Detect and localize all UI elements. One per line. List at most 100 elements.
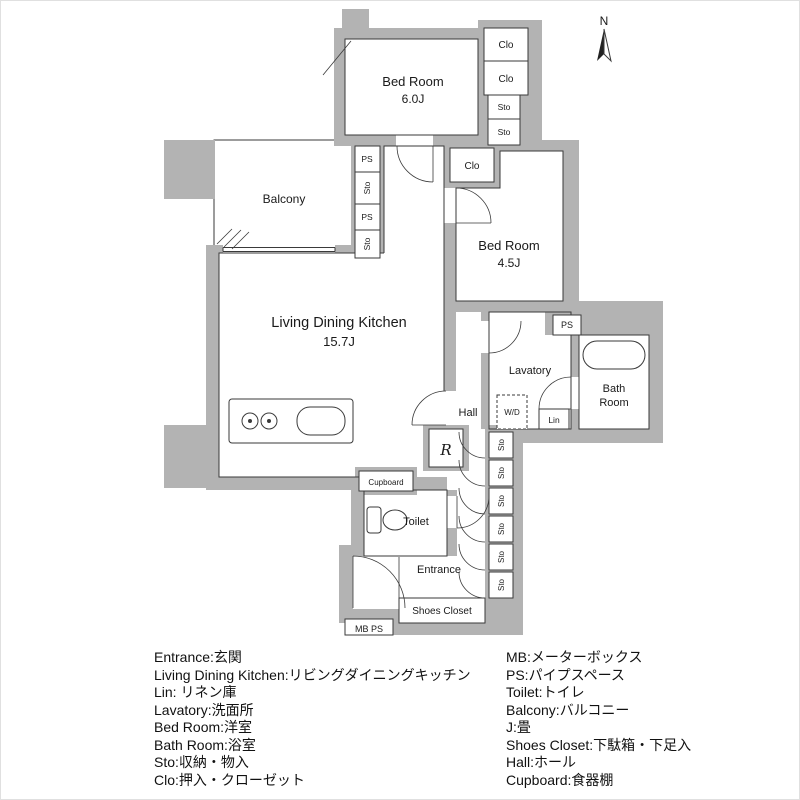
- wall-segment: [447, 528, 457, 556]
- label-sto: Sto: [497, 494, 506, 507]
- closet-cell: [449, 147, 495, 183]
- label-bedroom2: Bed Room: [478, 238, 539, 253]
- pipe-space-cell: [552, 314, 582, 336]
- shoes-closet-box: [398, 597, 486, 624]
- legend-item: J:畳: [506, 719, 531, 735]
- label-sto: Sto: [498, 102, 511, 112]
- label-sto: Sto: [497, 522, 506, 535]
- wall-segment: [334, 28, 486, 39]
- wall-segment: [481, 312, 489, 321]
- label-entrance: Entrance: [417, 564, 461, 576]
- room-outlines: [218, 38, 650, 598]
- door-arc: [458, 431, 486, 459]
- door-arc: [458, 543, 486, 571]
- fixtures: [228, 340, 646, 534]
- legend-item: Balcony:バルコニー: [506, 701, 630, 718]
- storage-cell: [354, 171, 381, 205]
- stove-burner-dot: [248, 419, 252, 423]
- closet-cell: [483, 27, 529, 62]
- wall-segment: [571, 335, 579, 377]
- bedroom1-border: [344, 38, 479, 136]
- label-bedroom2-size: 4.5J: [498, 256, 521, 270]
- wall-segment: [334, 28, 345, 146]
- pipe-space-cell: [354, 203, 381, 231]
- label-sto: Sto: [497, 466, 506, 479]
- bathtub: [582, 340, 646, 370]
- north-label: N: [600, 14, 609, 28]
- label-sto: Sto: [497, 550, 506, 563]
- label-balcony: Balcony: [263, 192, 306, 206]
- label-clo: Clo: [498, 74, 513, 85]
- wall-segment: [339, 545, 353, 623]
- closet-cell: [483, 60, 529, 96]
- wall-segment: [495, 140, 579, 151]
- legend-item: Sto:収納・物入: [154, 754, 249, 770]
- legend-item: Lin: リネン庫: [154, 684, 237, 700]
- label-ps: PS: [361, 154, 373, 164]
- wall-segment: [335, 245, 351, 253]
- label-ldk: Living Dining Kitchen: [271, 315, 406, 331]
- door-arc: [455, 187, 492, 224]
- wall-segment: [214, 245, 223, 253]
- label-lavatory: Lavatory: [509, 365, 552, 377]
- door-arc: [458, 515, 486, 543]
- room-labels: Bed Room 6.0J Clo Clo Sto Sto Balcony PS…: [263, 40, 629, 634]
- door-arc: [456, 495, 490, 529]
- label-toilet: Toilet: [403, 516, 429, 528]
- label-cupboard: Cupboard: [368, 478, 403, 487]
- label-sto: Sto: [497, 578, 506, 591]
- ldk-border: [218, 145, 445, 478]
- legend-item: Shoes Closet:下駄箱・下足入: [506, 736, 692, 753]
- door-arcs: [352, 145, 572, 609]
- kitchen-counter: [228, 398, 354, 444]
- storage-cell: [488, 571, 514, 599]
- legend-item: Bed Room:洋室: [154, 719, 253, 735]
- wall-segment: [649, 301, 663, 443]
- legend-item: Clo:押入・クローゼット: [154, 771, 305, 788]
- label-wd: W/D: [504, 408, 520, 417]
- storage-cell: [488, 487, 514, 515]
- door-arc: [538, 376, 572, 410]
- label-hall: Hall: [459, 407, 478, 419]
- floor-plan-svg: N Bed Room 6.0J Clo Clo Sto Sto Balcony …: [164, 9, 663, 637]
- pipe-space-cell: [354, 145, 381, 173]
- wall-segment: [481, 353, 489, 429]
- storage-cell: [488, 543, 514, 571]
- door-arc: [488, 320, 522, 354]
- label-shoes-closet: Shoes Closet: [412, 606, 472, 617]
- kitchen-sink: [296, 406, 346, 436]
- wall-segment: [351, 490, 364, 556]
- wall-segment: [444, 223, 456, 312]
- label-bath-2: Room: [599, 397, 628, 409]
- north-arrow: N: [597, 14, 612, 63]
- legend-item: Living Dining Kitchen:リビングダイニングキッチン: [154, 666, 471, 683]
- label-bedroom1-size: 6.0J: [402, 92, 425, 106]
- refrigerator-box: [428, 428, 464, 468]
- label-bedroom1: Bed Room: [382, 74, 443, 89]
- storage-cell: [354, 229, 381, 259]
- bedroom2-border: [455, 150, 564, 302]
- label-sto: Sto: [362, 237, 372, 250]
- door-arc: [458, 459, 486, 487]
- label-sto: Sto: [498, 127, 511, 137]
- stove-burner-icon: [260, 412, 278, 430]
- wall-segment: [571, 409, 579, 429]
- north-needle-dark: [597, 29, 604, 61]
- balcony-hatch: [216, 228, 250, 250]
- label-ps: PS: [561, 320, 573, 330]
- label-ldk-size: 15.7J: [323, 334, 355, 349]
- cupboard-box: [358, 470, 414, 492]
- storage-cells: [344, 27, 582, 636]
- door-arc: [396, 145, 434, 183]
- washer-dryer-box: [496, 394, 528, 430]
- label-mb-ps: MB PS: [355, 624, 383, 634]
- storage-cell: [487, 94, 521, 120]
- stove-burner-icon: [241, 412, 259, 430]
- legend-item: Cupboard:食器棚: [506, 771, 614, 788]
- wall-segment: [393, 623, 523, 635]
- wall-segment: [444, 301, 579, 312]
- legend-item: Lavatory:洗面所: [154, 701, 254, 718]
- door-arc: [411, 390, 447, 426]
- legend-right-column: MB:メーターボックス PS:パイプスペース Toilet:トイレ Balcon…: [506, 649, 691, 789]
- legend-item: Toilet:トイレ: [506, 684, 585, 700]
